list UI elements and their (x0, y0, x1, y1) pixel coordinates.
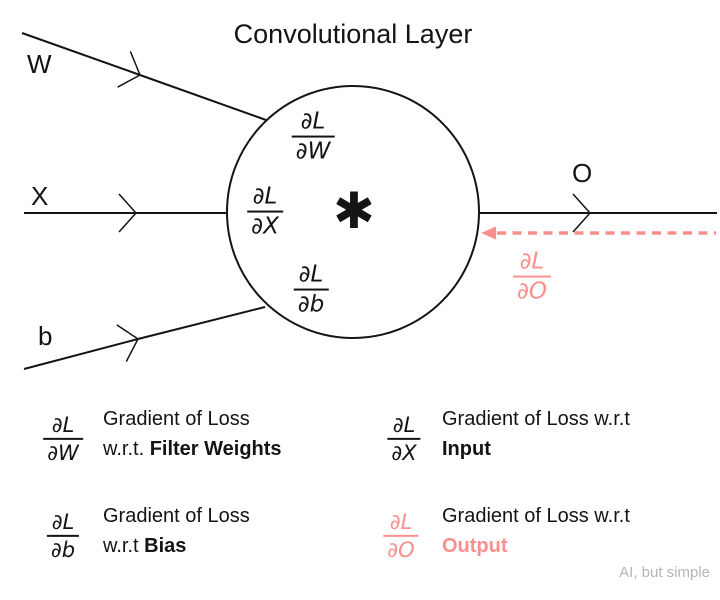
diagram-title: Convolutional Layer (233, 19, 473, 49)
legend-line1: Gradient of Loss (103, 408, 250, 430)
legend-line1: Gradient of Loss (103, 505, 250, 527)
gradient-frac-w: ∂L ∂W (291, 108, 335, 166)
legend-frac-w: ∂L ∂W (43, 413, 83, 465)
frac-bar (247, 211, 283, 213)
gradient-frac-o: ∂L ∂O (513, 249, 551, 306)
frac-numerator: ∂L (51, 509, 75, 534)
frac-denominator: ∂W (295, 139, 331, 165)
frac-bar (383, 535, 419, 537)
frac-bar (291, 136, 335, 138)
frac-denominator: ∂O (387, 538, 415, 562)
convolution-operator-icon: ✱ (333, 182, 375, 240)
frac-bar (387, 438, 421, 440)
frac-numerator: ∂L (51, 412, 75, 437)
legend-line2: Input (442, 438, 491, 460)
frac-denominator: ∂O (517, 279, 547, 305)
gradient-frac-b: ∂L ∂b (293, 261, 329, 319)
legend-text-output: Gradient of Loss w.r.t Output (442, 501, 630, 561)
input-arrow-b (23, 306, 266, 370)
legend-text-filter-weights: Gradient of Loss w.r.t. Filter Weights (103, 404, 282, 464)
gradient-frac-x: ∂L ∂X (247, 184, 283, 241)
legend-frac-o: ∂L ∂O (383, 509, 419, 562)
output-label-o: O (572, 158, 593, 188)
watermark: AI, but simple (619, 564, 710, 581)
legend-line2: w.r.t. Filter Weights (103, 438, 282, 460)
frac-numerator: ∂L (298, 261, 324, 288)
legend-text-input: Gradient of Loss w.r.t Input (442, 404, 630, 464)
frac-denominator: ∂X (391, 441, 417, 465)
legend-line2: w.r.t Bias (103, 535, 187, 557)
backprop-arrowhead-icon (481, 226, 496, 240)
frac-denominator: ∂X (251, 214, 279, 240)
frac-numerator: ∂L (392, 412, 416, 437)
frac-bar (43, 438, 83, 440)
frac-bar (293, 289, 329, 291)
input-label-x: X (31, 181, 49, 211)
frac-numerator: ∂L (519, 248, 545, 275)
frac-denominator: ∂b (50, 538, 76, 562)
legend-line1: Gradient of Loss w.r.t (442, 505, 630, 527)
legend-line1: Gradient of Loss w.r.t (442, 408, 630, 430)
frac-denominator: ∂b (297, 292, 325, 318)
frac-bar (46, 535, 80, 537)
input-label-w: W (27, 49, 52, 79)
frac-numerator: ∂L (252, 183, 278, 210)
legend-line2: Output (442, 535, 508, 557)
legend-frac-b: ∂L ∂b (46, 509, 80, 562)
frac-denominator: ∂W (47, 441, 79, 465)
frac-bar (513, 276, 551, 278)
frac-numerator: ∂L (300, 108, 326, 135)
conv-layer-node (226, 85, 480, 339)
input-arrow-w (21, 32, 267, 121)
input-label-b: b (38, 321, 53, 351)
frac-numerator: ∂L (389, 509, 413, 534)
legend-text-bias: Gradient of Loss w.r.t Bias (103, 501, 250, 561)
legend-frac-x: ∂L ∂X (387, 412, 421, 465)
